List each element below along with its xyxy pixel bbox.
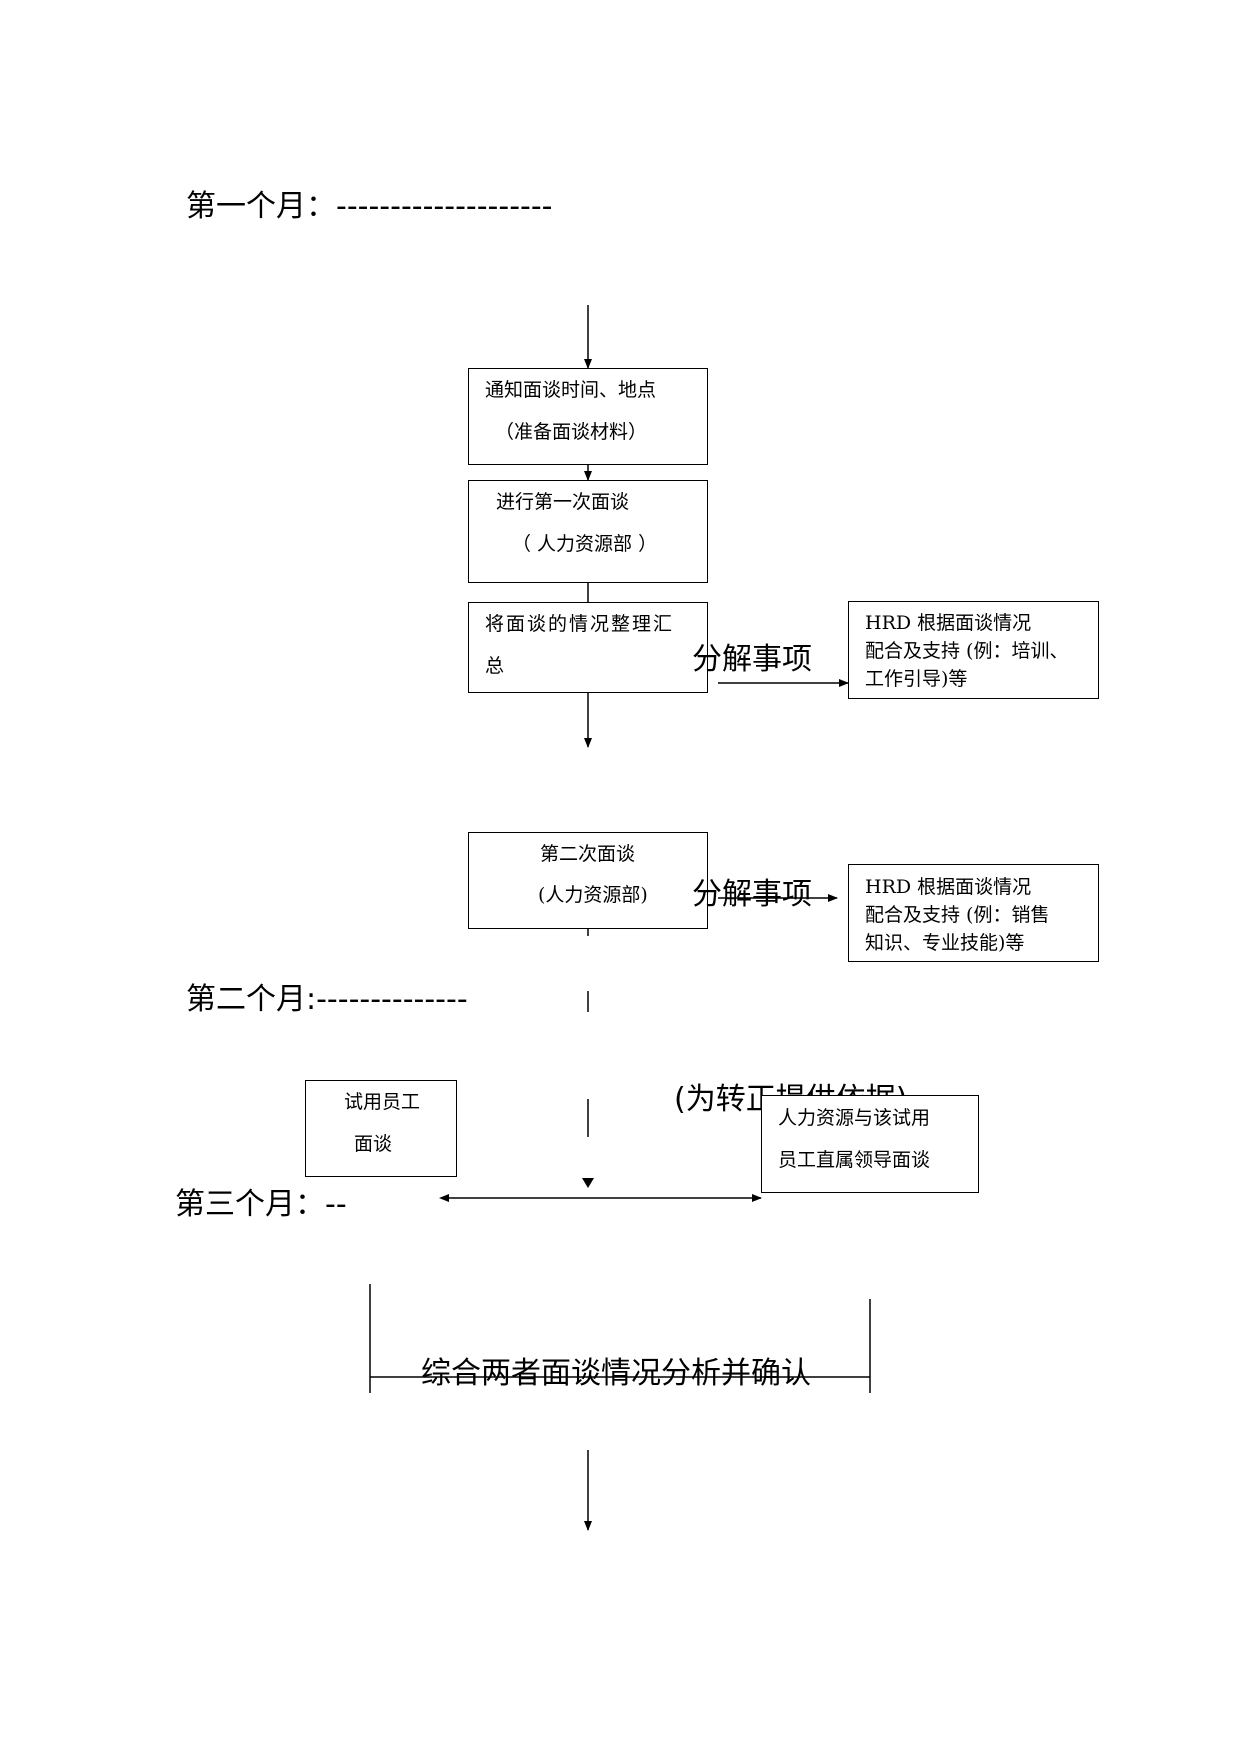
notify-line-2: （准备面谈材料） (495, 421, 648, 443)
box-second-interview: 第二次面谈 (人力资源部) (468, 832, 708, 929)
hrd-support-1-line-2: 配合及支持 (例：培训、 (865, 640, 1069, 662)
hrd-support-2-line-1: HRD 根据面谈情况 (865, 876, 1032, 898)
analysis-label: 综合两者面谈情况分析并确认 (421, 1356, 811, 1391)
summarize-line-2: 总 (485, 655, 505, 677)
hr-supervisor-line-2: 员工直属领导面谈 (778, 1149, 931, 1171)
hrd-support-1-line-3: 工作引导)等 (865, 668, 968, 690)
probation-line-2: 面谈 (354, 1133, 393, 1155)
first-interview-line-1: 进行第一次面谈 (496, 491, 630, 513)
box-hr-supervisor-interview: 人力资源与该试用 员工直属领导面谈 (761, 1095, 979, 1193)
notify-line-1: 通知面谈时间、地点 (485, 379, 657, 401)
box-hrd-support-2: HRD 根据面谈情况 配合及支持 (例：销售 知识、专业技能)等 (848, 864, 1099, 962)
month-3-label: 第三个月：-- (175, 1187, 347, 1222)
box-first-interview: 进行第一次面谈 （ 人力资源部 ） (468, 480, 708, 583)
decompose-label-2: 分解事项 (692, 877, 812, 912)
arrowhead-down-small (582, 1178, 594, 1188)
box-probation-employee-interview: 试用员工 面谈 (305, 1080, 457, 1177)
box-hrd-support-1: HRD 根据面谈情况 配合及支持 (例：培训、 工作引导)等 (848, 601, 1099, 699)
month-1-label: 第一个月：-------------------- (186, 189, 553, 224)
hr-supervisor-line-1: 人力资源与该试用 (778, 1107, 931, 1129)
first-interview-line-2: （ 人力资源部 ） (512, 533, 658, 555)
hrd-support-2-line-3: 知识、专业技能)等 (865, 932, 1025, 954)
month-2-label: 第二个月:-------------- (186, 982, 468, 1017)
probation-line-1: 试用员工 (344, 1091, 421, 1113)
second-interview-line-1: 第二次面谈 (540, 843, 636, 865)
box-notify-interview: 通知面谈时间、地点 （准备面谈材料） (468, 368, 708, 465)
box-summarize: 将面谈的情况整理汇 总 (468, 602, 708, 693)
hrd-support-2-line-2: 配合及支持 (例：销售 (865, 904, 1050, 926)
decompose-label-1: 分解事项 (692, 642, 812, 677)
hrd-support-1-line-1: HRD 根据面谈情况 (865, 612, 1032, 634)
second-interview-line-2: (人力资源部) (538, 884, 648, 906)
summarize-line-1: 将面谈的情况整理汇 (485, 613, 675, 635)
